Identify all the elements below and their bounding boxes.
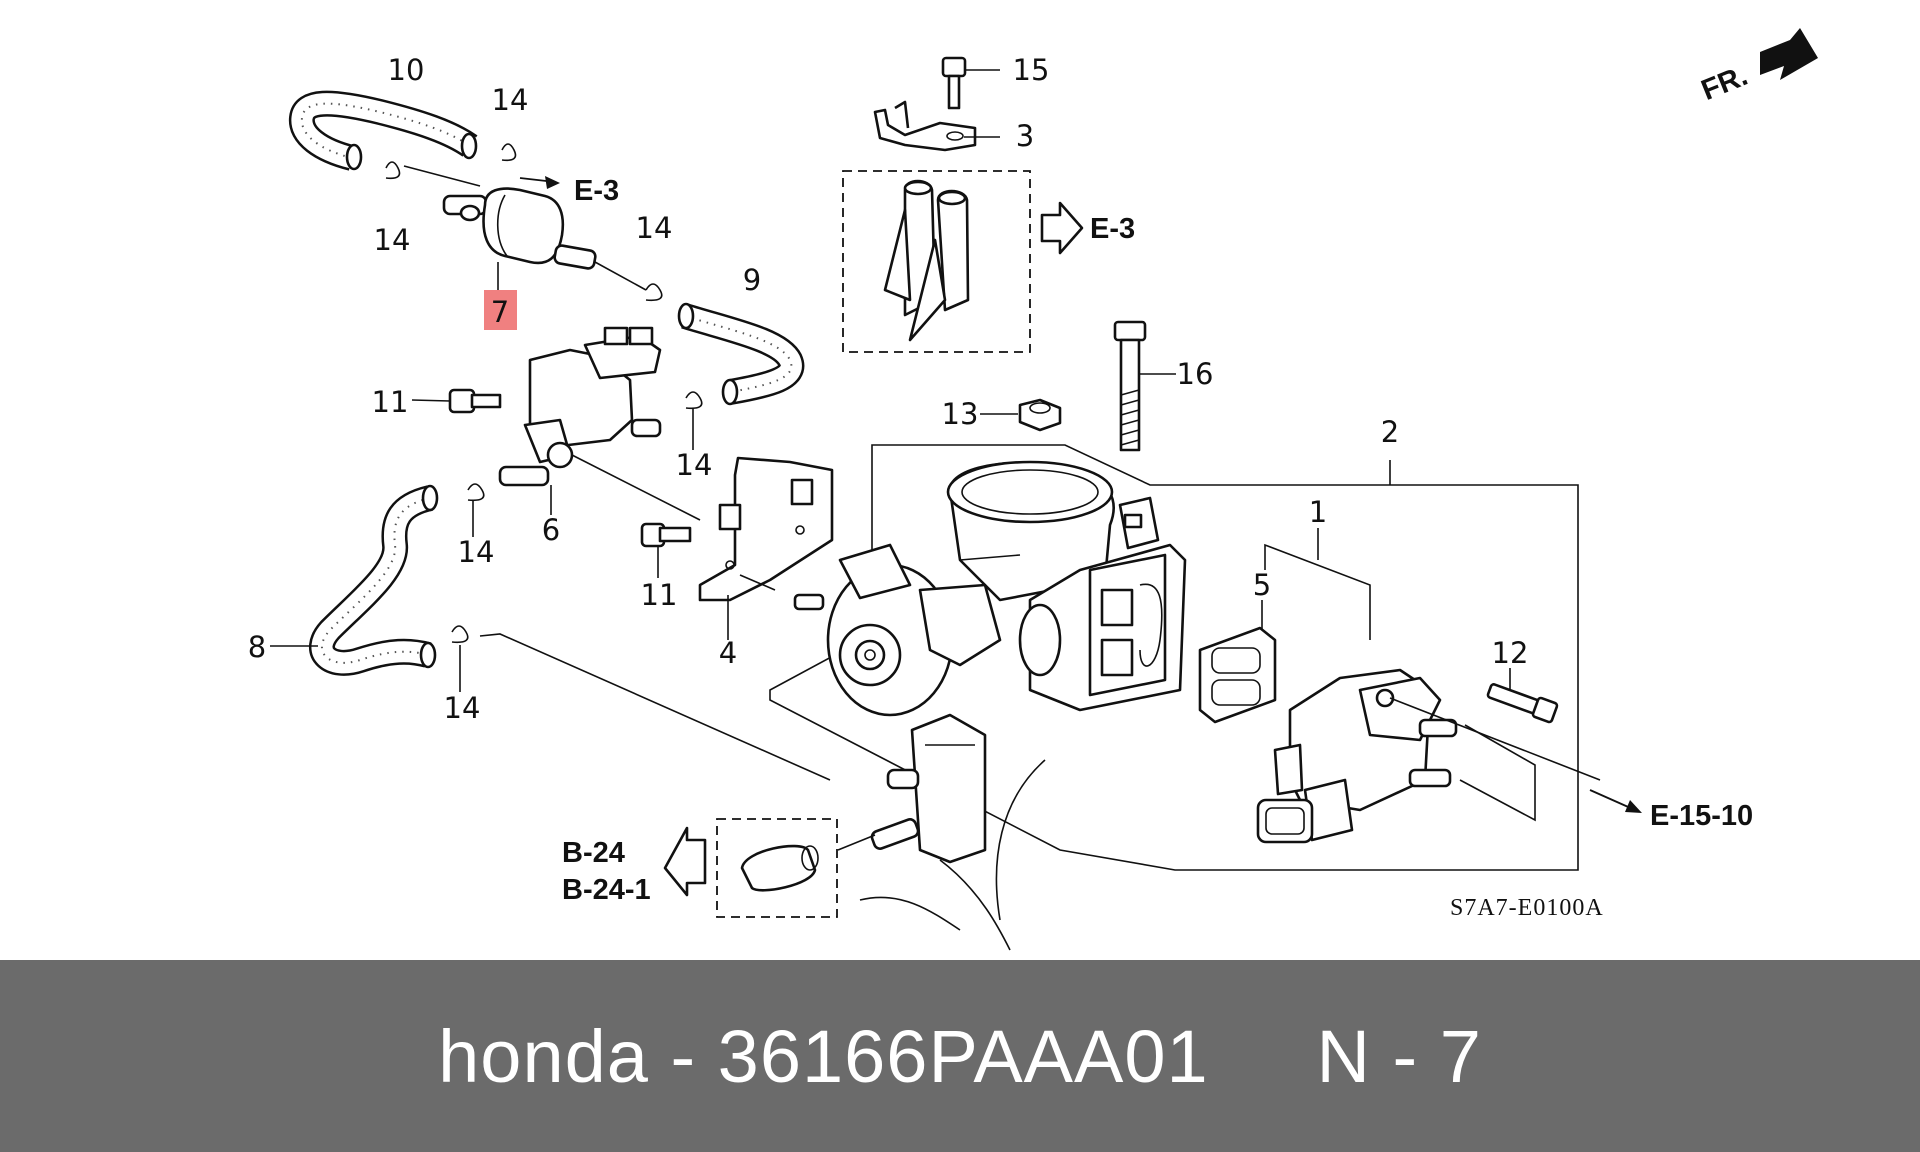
callout-7[interactable]: 7 <box>491 295 509 329</box>
callout-2: 2 <box>1381 415 1399 449</box>
callout-14: 14 <box>492 83 529 117</box>
drawing-code: S7A7-E0100A <box>1450 895 1604 921</box>
callout-labels: 10 14 14 7 14 9 11 14 6 14 11 4 8 14 15 … <box>248 53 1529 725</box>
ref-b24[interactable]: B-24 <box>562 837 625 869</box>
reference-labels: E-3 E-3 E-15-10 B-24 B-24-1 FR. S7A7-E01… <box>562 60 1753 921</box>
parts-diagram: 10 14 14 7 14 9 11 14 6 14 11 4 8 14 15 … <box>247 28 1818 951</box>
detail-box <box>842 170 1031 353</box>
callout-6: 6 <box>542 513 560 547</box>
callout-5: 5 <box>1253 568 1271 602</box>
arrow-b24[interactable] <box>663 826 707 897</box>
front-label: FR. <box>1697 60 1752 107</box>
callout-1: 1 <box>1309 495 1327 529</box>
ref-e3[interactable]: E-3 <box>1090 213 1135 245</box>
callout-9: 9 <box>743 263 761 297</box>
hose-9 <box>677 302 805 406</box>
callout-14: 14 <box>458 535 495 569</box>
detail-box <box>716 818 838 918</box>
bracket-4 <box>698 456 834 602</box>
iacv-1 <box>1256 668 1458 844</box>
callout-11: 11 <box>641 578 678 612</box>
callout-14: 14 <box>444 691 481 725</box>
part-caption: honda - 36166PAAA01 N - 7 <box>438 1014 1482 1098</box>
fuel-filter-7 <box>442 187 597 270</box>
hose-8 <box>309 484 439 676</box>
bolt-15 <box>941 56 967 110</box>
callout-14: 14 <box>636 211 673 245</box>
callout-3: 3 <box>1016 119 1034 153</box>
ref-b24-1[interactable]: B-24-1 <box>562 874 651 906</box>
arrow-e3-b[interactable] <box>1040 201 1084 255</box>
callout-14: 14 <box>374 223 411 257</box>
bolt-11 <box>640 522 692 548</box>
diagram-svg: 10 14 14 7 14 9 11 14 6 14 11 4 8 14 15 … <box>248 28 1818 951</box>
hose-10 <box>288 90 478 171</box>
hose-clip-14 <box>467 391 703 502</box>
highlight-box <box>484 290 517 330</box>
ref-e3[interactable]: E-3 <box>574 175 619 207</box>
nut-13 <box>1018 398 1062 432</box>
hose-clip-14 <box>385 143 517 180</box>
bracket-3 <box>873 100 977 152</box>
callout-4: 4 <box>719 636 737 670</box>
callout-12: 12 <box>1492 636 1529 670</box>
bolt-12 <box>1486 683 1559 724</box>
callout-15: 15 <box>1013 53 1050 87</box>
footer-bar: honda - 36166PAAA01 N - 7 <box>0 960 1920 1152</box>
arrow-e3-a <box>519 176 560 189</box>
engine-bracket <box>883 179 970 342</box>
callout-11: 11 <box>372 385 409 419</box>
ref-e15-10[interactable]: E-15-10 <box>1650 800 1753 832</box>
hose-clip-14 <box>645 283 663 302</box>
callout-10: 10 <box>388 53 425 87</box>
throttle-body <box>793 460 1187 717</box>
intake-port <box>859 713 1046 951</box>
front-arrow-icon <box>1760 28 1818 80</box>
callout-16: 16 <box>1177 357 1214 391</box>
bolt-16 <box>1113 320 1147 452</box>
bolt-11 <box>448 388 502 414</box>
arrow-e1510 <box>1589 789 1642 813</box>
solenoid-valve-6 <box>498 326 701 521</box>
callout-8: 8 <box>248 630 266 664</box>
hose-clip-14 <box>451 625 469 644</box>
callout-14: 14 <box>676 448 713 482</box>
gasket-5 <box>1198 626 1277 724</box>
hose-b24 <box>740 818 920 892</box>
callout-13: 13 <box>942 397 979 431</box>
